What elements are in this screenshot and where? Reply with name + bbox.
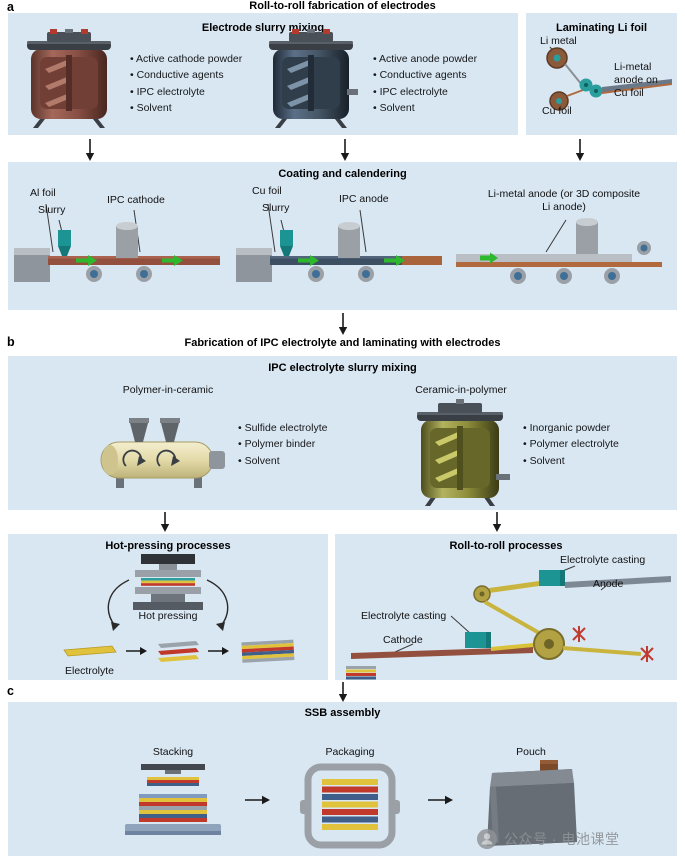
flow-arrow-down (340, 139, 350, 161)
coating-station-cathode: Al foil Slurry IPC cathode (12, 180, 226, 306)
ingredient-item: Sulfide electrolyte (238, 420, 328, 436)
flow-arrow-down (338, 682, 348, 702)
ingredient-item: Solvent (373, 100, 477, 116)
ingredient-item: Conductive agents (373, 67, 477, 83)
coating-station-li-anode-illustration (456, 218, 662, 284)
hot-pressing-title: Hot-pressing processes (105, 540, 231, 552)
ingredient-item: Polymer electrolyte (523, 436, 619, 452)
li-foil-lamination-illustration (546, 46, 672, 111)
hot-press-illustration (107, 554, 229, 631)
ingredient-item: Active anode powder (373, 51, 477, 67)
ingredient-item: Solvent (523, 453, 619, 469)
coating-station-li-anode: Li-metal anode (or 3D composite Li anode… (454, 180, 674, 306)
coating-title: Coating and calendering (278, 168, 407, 180)
flow-arrow-down (160, 512, 170, 532)
cu-foil-label: Cu foil (252, 185, 282, 197)
electrode-slurry-mixing-band: Electrode slurry mixing Active cathode p… (8, 13, 518, 135)
cathode-mixer-illustration (27, 29, 111, 128)
electrolyte-label: Electrolyte (65, 665, 115, 677)
li-metal-label: Li metal (540, 35, 577, 47)
ingredient-item: IPC electrolyte (373, 84, 477, 100)
ceramic-in-polymer-ingredients: Inorganic powder Polymer electrolyte Sol… (523, 420, 619, 469)
flow-arrow-right (245, 795, 270, 805)
pouch-illustration (487, 760, 577, 846)
ipc-anode-label: IPC anode (339, 193, 389, 205)
ingredient-item: Active cathode powder (130, 51, 242, 67)
hot-pressing-band: Hot-pressing processes Hot pressing (8, 534, 328, 680)
li-metal-anode-result-label: Li-metal anode on Cu foil (614, 61, 658, 100)
flow-arrow-right (428, 795, 453, 805)
coating-station-cathode-illustration (14, 203, 220, 282)
cathode-label: Cathode (383, 634, 423, 646)
pouch-label: Pouch (516, 746, 546, 758)
cip-tank-illustration (417, 399, 510, 506)
panel-a-letter: a (7, 0, 14, 14)
mini-stack-icon (346, 666, 376, 680)
panel-b-letter: b (7, 335, 15, 349)
cathode-ingredients-list: Active cathode powder Conductive agents … (130, 51, 242, 116)
ingredient-item: Solvent (130, 100, 242, 116)
li-metal-anode-product-label: Li-metal anode (or 3D composite Li anode… (487, 188, 641, 214)
polymer-in-ceramic-title: Polymer-in-ceramic (122, 384, 214, 396)
ceramic-in-polymer-title: Ceramic-in-polymer (415, 384, 507, 396)
electrolyte-casting-top-label: Electrolyte casting (560, 554, 646, 566)
drum-mixer-illustration (100, 418, 225, 488)
ssb-assembly-band: SSB assembly Stacking Packaging Pouch (8, 702, 677, 856)
stacking-illustration (125, 764, 221, 835)
cu-foil-label: Cu foil (542, 105, 572, 117)
watermark-icon (477, 829, 497, 849)
anode-label: Anode (593, 578, 624, 590)
flow-arrow-down (575, 139, 585, 161)
panel-c-letter: c (7, 684, 14, 698)
ipc-mixing-title: IPC electrolyte slurry mixing (268, 362, 417, 374)
watermark-text: 公众号 · 电池课堂 (504, 831, 620, 847)
slurry-label: Slurry (262, 202, 290, 214)
ipc-cathode-label: IPC cathode (107, 194, 165, 206)
packaging-label: Packaging (325, 746, 375, 758)
anode-ingredients-list: Active anode powder Conductive agents IP… (373, 51, 477, 116)
ingredient-item: Conductive agents (130, 67, 242, 83)
panel-a-title: Roll-to-roll fabrication of electrodes (249, 0, 436, 12)
watermark: 公众号 · 电池课堂 (476, 828, 619, 850)
roll-to-roll-illustration (351, 565, 671, 662)
flow-arrow-down (492, 512, 502, 532)
hot-pressing-label: Hot pressing (138, 610, 198, 622)
coating-band: Coating and calendering Al foil (8, 162, 677, 310)
ingredient-item: IPC electrolyte (130, 84, 242, 100)
ipc-mixing-band: IPC electrolyte slurry mixing Polymer-in… (8, 356, 677, 510)
slurry-label: Slurry (38, 204, 66, 216)
ingredient-item: Polymer binder (238, 436, 327, 452)
ingredient-item: Inorganic powder (523, 420, 619, 436)
panel-b-title: Fabrication of IPC electrolyte and lamin… (184, 337, 501, 349)
ssb-assembly-title: SSB assembly (304, 707, 381, 719)
anode-mixer-illustration (269, 29, 358, 128)
coating-station-anode-illustration (236, 203, 442, 282)
pressing-sequence-illustration (63, 639, 295, 663)
flow-arrow-down (85, 139, 95, 161)
laminating-li-foil-title: Laminating Li foil (555, 22, 648, 34)
roll-to-roll-title: Roll-to-roll processes (449, 540, 563, 552)
laminating-li-foil-band: Laminating Li foil Li metal Cu foil Li-m… (526, 13, 677, 135)
coating-station-anode: Cu foil Slurry IPC anode (234, 180, 450, 306)
stacking-label: Stacking (152, 746, 194, 758)
polymer-in-ceramic-ingredients: Sulfide electrolyte Polymer binder Solve… (238, 420, 328, 469)
flow-arrow-down (338, 313, 348, 335)
ingredient-item: Solvent (238, 453, 327, 469)
al-foil-label: Al foil (30, 187, 56, 199)
electrolyte-casting-bottom-label: Electrolyte casting (361, 610, 447, 622)
roll-to-roll-band: Roll-to-roll processes (335, 534, 677, 680)
packaging-illustration (300, 763, 400, 849)
